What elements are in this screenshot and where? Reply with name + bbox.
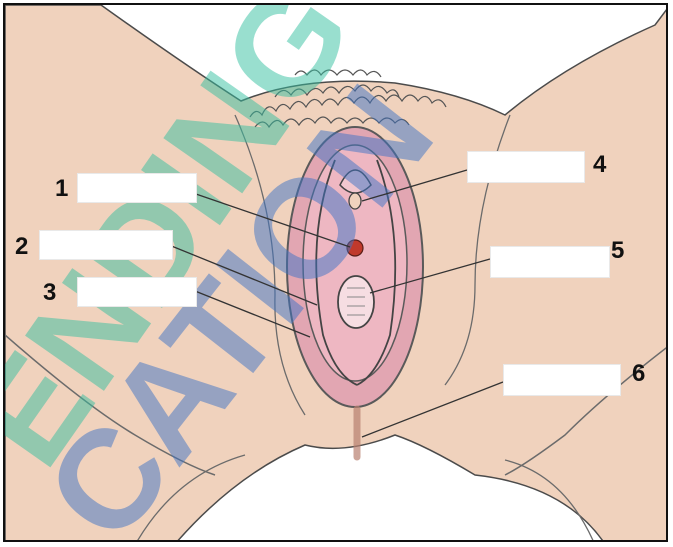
answer-box-2[interactable]	[39, 230, 173, 260]
marker-number-3: 3	[43, 281, 56, 305]
marker-number-2: 2	[15, 235, 28, 259]
marker-number-1: 1	[55, 177, 68, 201]
answer-box-4[interactable]	[467, 151, 585, 183]
marker-number-5: 5	[611, 239, 624, 263]
marker-number-6: 6	[632, 362, 645, 386]
answer-box-3[interactable]	[77, 277, 197, 307]
marker-number-4: 4	[593, 153, 606, 177]
answer-box-6[interactable]	[503, 364, 621, 396]
answer-box-5[interactable]	[490, 246, 610, 278]
answer-box-1[interactable]	[77, 173, 197, 203]
diagram-frame: ENDING CATION 1 2 3 4 5 6	[3, 3, 668, 542]
